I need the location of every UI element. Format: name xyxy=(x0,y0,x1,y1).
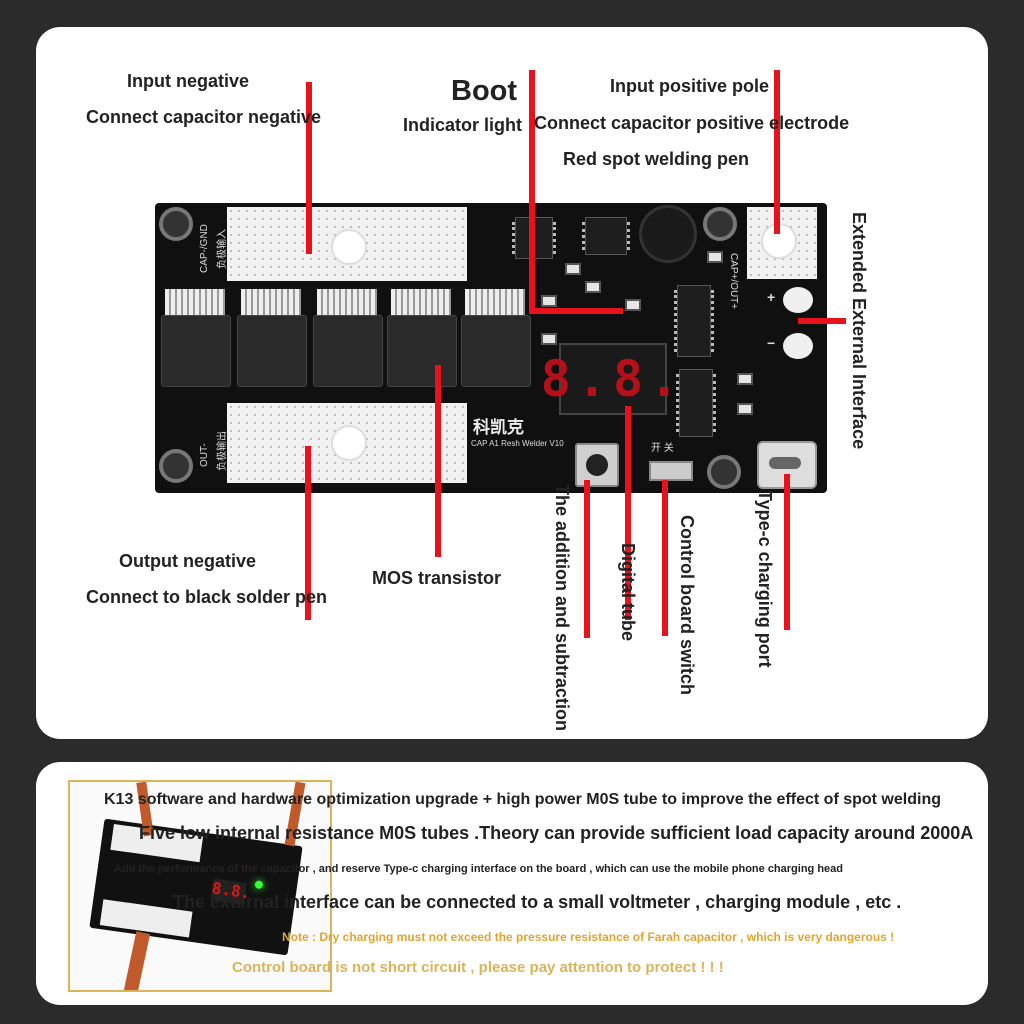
ic-chip xyxy=(582,217,630,255)
boot-indicator-led xyxy=(254,880,264,890)
label-extended-interface: Extended External Interface xyxy=(849,212,869,450)
ic-chip xyxy=(674,285,714,357)
smd-component xyxy=(565,263,581,275)
ic-chip xyxy=(676,369,716,437)
cap-negative-pad xyxy=(227,207,467,281)
silk-plus: + xyxy=(767,289,776,305)
silk-cap-gnd: CAP-/GND xyxy=(199,224,210,273)
mos-transistor xyxy=(461,289,531,389)
callout-line-input-positive xyxy=(774,70,780,234)
label-input-positive-pole: Input positive pole xyxy=(610,76,770,96)
mos-transistor xyxy=(161,289,231,389)
ext-interface-pad-minus xyxy=(783,333,813,359)
silk-out-minus-cn: 负极输出 xyxy=(217,431,228,471)
ext-interface-pad-plus xyxy=(783,287,813,313)
smd-component xyxy=(625,299,641,311)
mount-hole xyxy=(159,449,193,483)
mount-hole xyxy=(703,207,737,241)
solder-hole xyxy=(331,425,367,461)
callout-line-boot-h xyxy=(529,308,623,314)
label-boot: Boot xyxy=(451,75,518,107)
label-red-spot-pen: Red spot welding pen xyxy=(563,149,750,169)
note-line-1: K13 software and hardware optimization u… xyxy=(104,791,941,808)
callout-line-typec xyxy=(784,474,790,630)
photo-wire xyxy=(123,931,151,990)
note-line-5: Note : Dry charging must not exceed the … xyxy=(282,930,895,944)
label-indicator-light: Indicator light xyxy=(403,115,522,135)
silk-cap-gnd-cn: 负极输入 xyxy=(217,229,228,269)
smd-component xyxy=(541,295,557,307)
silk-model: CAP A1 Resh Welder V10 xyxy=(471,439,564,448)
mos-transistor xyxy=(237,289,307,389)
label-typec-port: Type-c charging port xyxy=(755,490,775,668)
silk-cap-out-plus: CAP+/OUT+ xyxy=(728,253,739,310)
label-input-negative: Input negative xyxy=(127,71,250,91)
smd-component xyxy=(737,403,753,415)
note-line-6: Control board is not short circuit , ple… xyxy=(232,959,724,976)
label-connect-cap-negative: Connect capacitor negative xyxy=(86,107,322,127)
callout-line-digital-tube xyxy=(625,406,631,620)
solder-hole xyxy=(331,229,367,265)
smd-component xyxy=(585,281,601,293)
pcb-board: CAP-/GND 负极输入 OUT- 负极输出 CAP+/OUT+ 8.8. 科… xyxy=(155,203,827,493)
label-output-negative: Output negative xyxy=(119,551,257,571)
label-digital-tube: Digital tube xyxy=(618,543,638,641)
silk-out-minus: OUT- xyxy=(199,443,210,467)
callout-line-input-negative xyxy=(306,82,312,254)
silk-minus: − xyxy=(767,335,776,351)
callout-line-add-sub xyxy=(584,480,590,638)
mos-transistor xyxy=(387,289,457,389)
label-addition-subtraction: The addition and subtraction xyxy=(552,484,572,731)
note-line-3: Add the performance of the capacitor , a… xyxy=(114,863,843,875)
digital-tube-display: 8.8. xyxy=(541,343,679,415)
smd-component xyxy=(541,333,557,345)
label-mos-transistor: MOS transistor xyxy=(372,568,502,588)
callout-line-extended xyxy=(798,318,846,324)
power-switch[interactable] xyxy=(649,461,693,481)
note-line-2: Five low internal resistance M0S tubes .… xyxy=(139,823,974,843)
smd-component xyxy=(737,373,753,385)
silk-switch-label: 开 关 xyxy=(651,443,674,454)
smd-component xyxy=(707,251,723,263)
label-control-board-switch: Control board switch xyxy=(677,515,697,695)
mount-hole xyxy=(159,207,193,241)
cap-positive-pad xyxy=(747,207,817,279)
callout-line-boot xyxy=(529,70,535,314)
callout-line-mos xyxy=(435,365,441,557)
label-connect-cap-positive: Connect capacitor positive electrode xyxy=(534,113,850,133)
output-negative-pad xyxy=(227,403,467,483)
mos-transistor xyxy=(313,289,383,389)
buzzer xyxy=(639,205,697,263)
note-line-4: The external interface can be connected … xyxy=(173,892,902,912)
silk-brand: 科凯克 xyxy=(473,418,524,437)
plus-minus-button[interactable] xyxy=(575,443,619,487)
product-photo: 8.8. xyxy=(68,780,332,992)
callout-line-output-negative xyxy=(305,446,311,620)
mount-hole xyxy=(707,455,741,489)
callout-line-switch xyxy=(662,480,668,636)
label-connect-black-pen: Connect to black solder pen xyxy=(86,587,328,607)
